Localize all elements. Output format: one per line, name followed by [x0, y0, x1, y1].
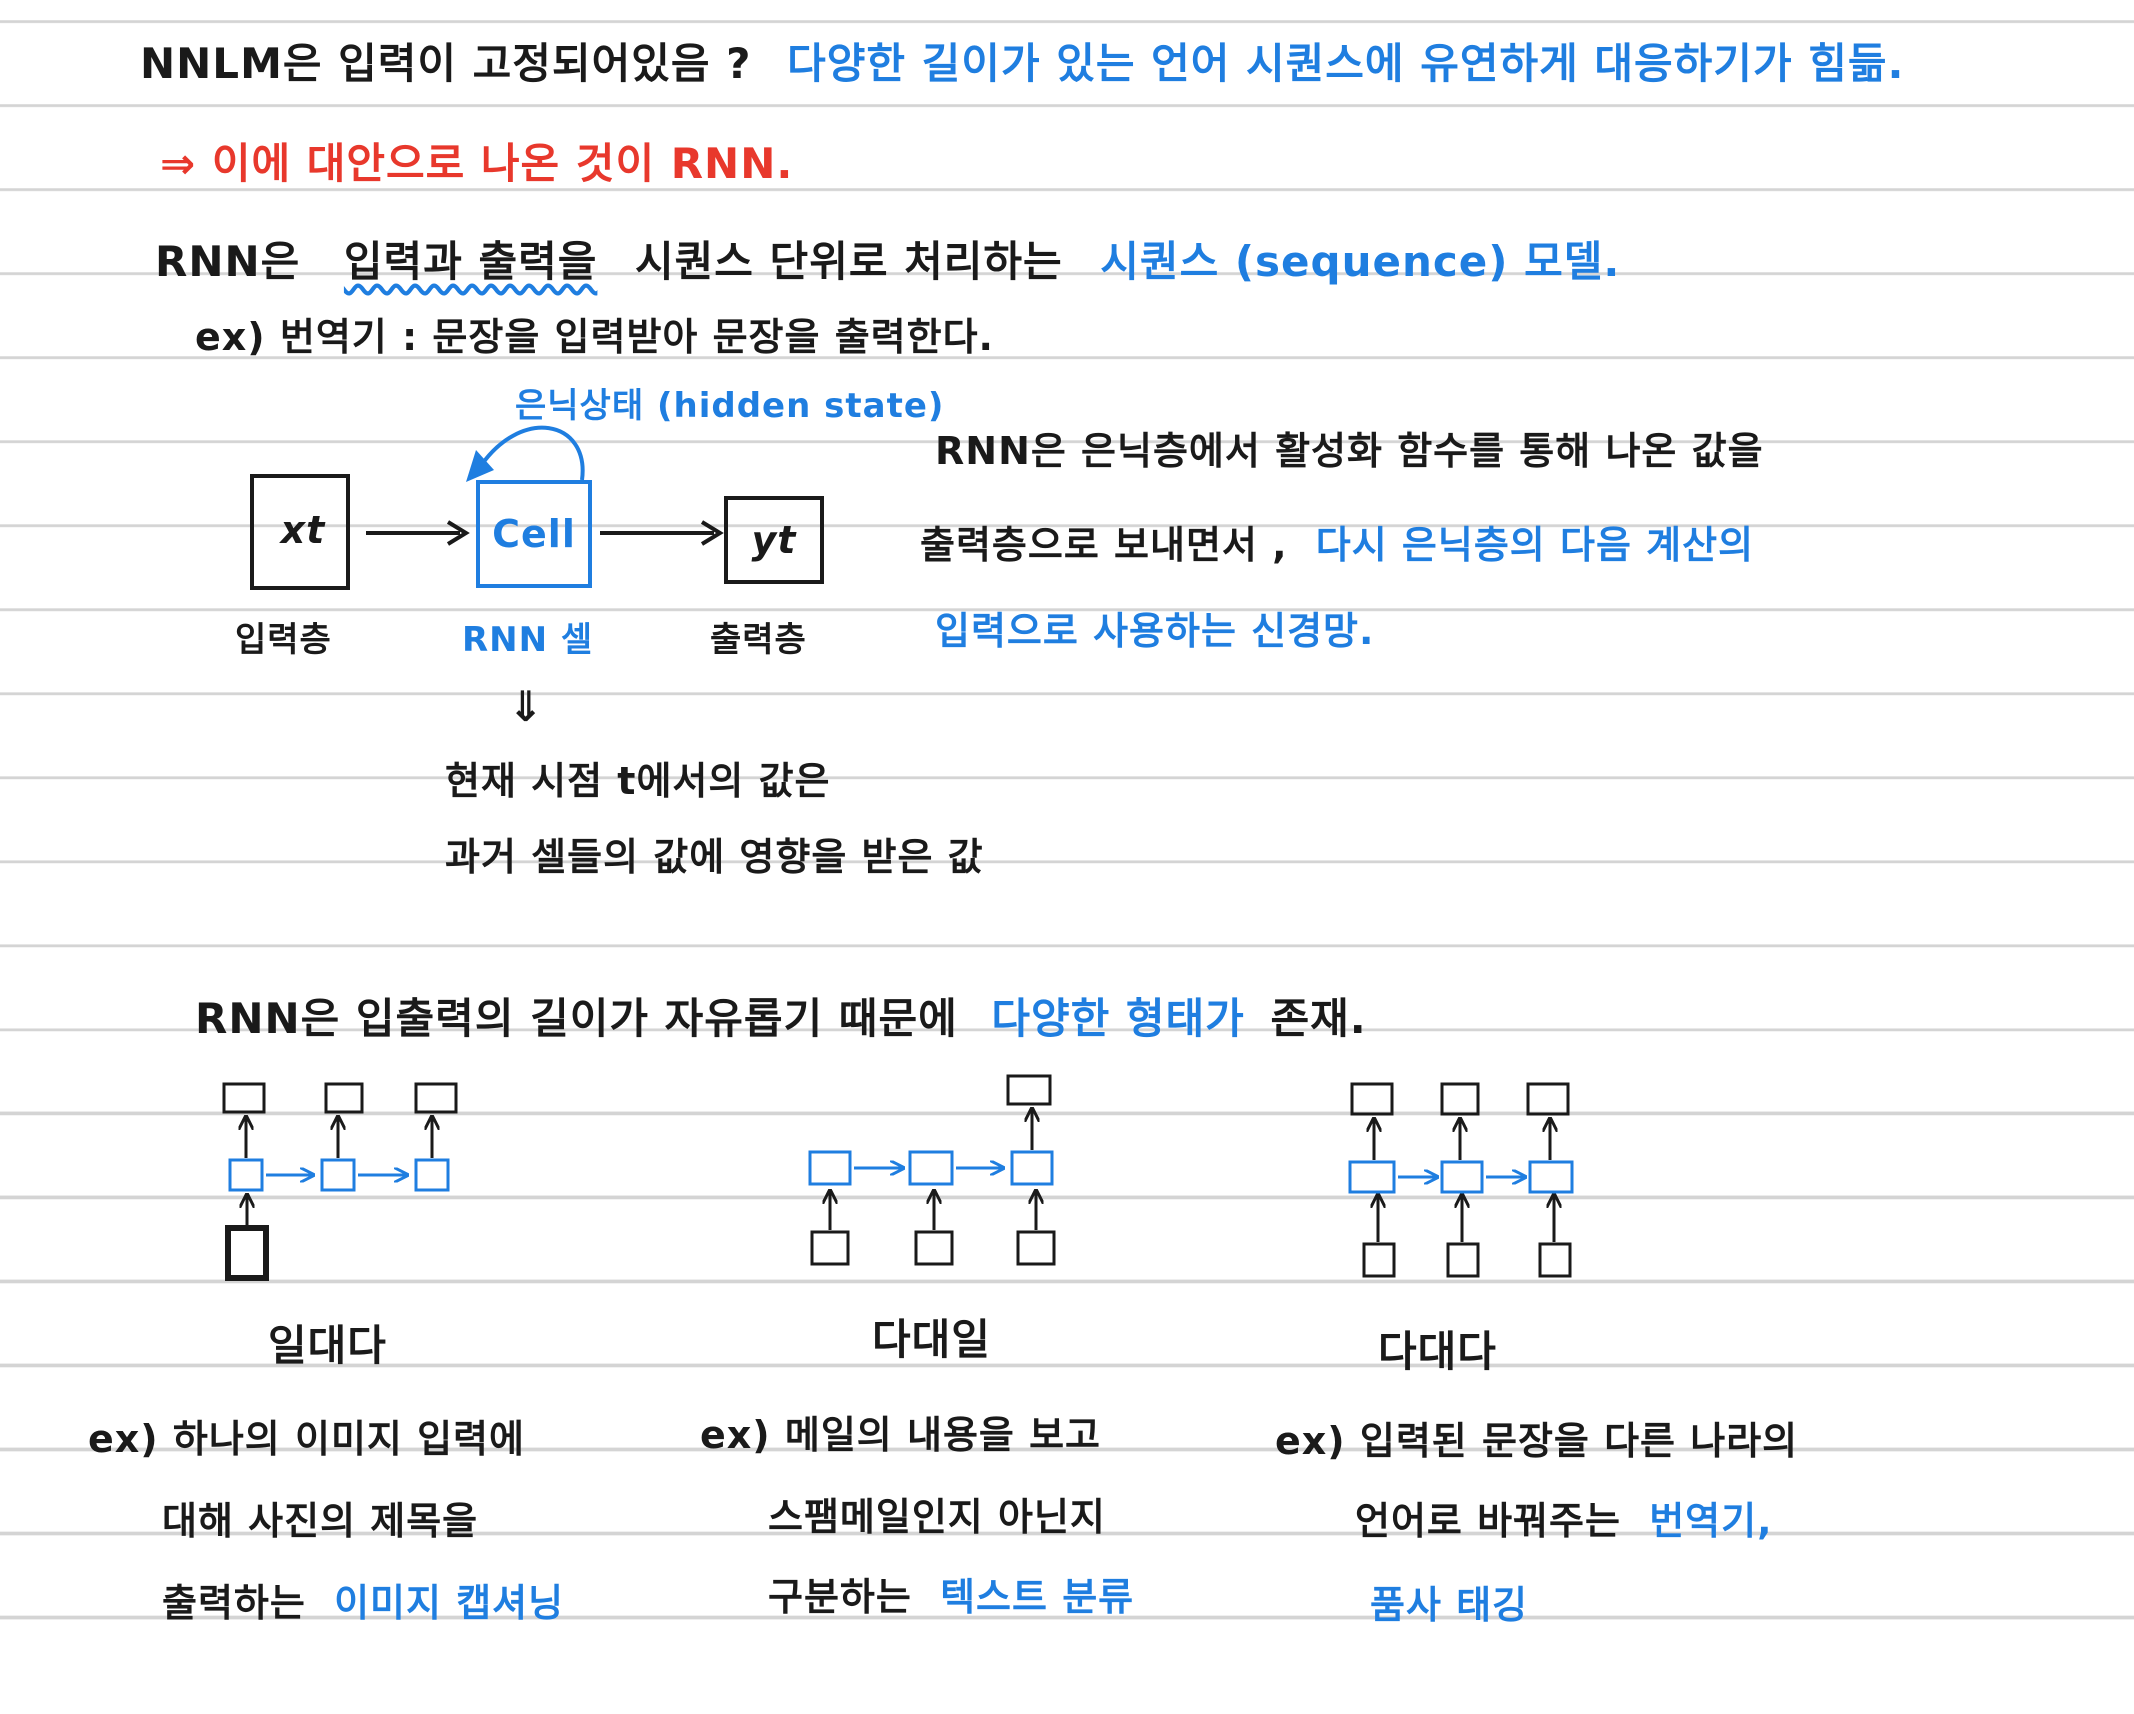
- form-example-2-line-1: ex) 메일의 내용을 보고: [700, 1413, 1102, 1457]
- input-symbol: xt: [280, 508, 326, 552]
- down-arrow: ⇓: [508, 682, 545, 731]
- form-example-2-line-3-text: 구분하는: [768, 1575, 912, 1619]
- definition-prefix: RNN은: [155, 237, 301, 286]
- explanation-line-2: 출력층으로 보내면서 , 다시 은닉층의 다음 계산의: [920, 514, 1754, 569]
- form-example-3-line-2-highlight: 번역기,: [1649, 1499, 1773, 1543]
- definition-io-words: 입력과 출력을: [343, 237, 598, 286]
- intro-line-2: ⇒ 이에 대안으로 나온 것이 RNN.: [160, 139, 794, 188]
- form-example-3-line-3: 품사 태깅: [1370, 1583, 1529, 1627]
- form-example-1-line-1: ex) 하나의 이미지 입력에: [88, 1417, 525, 1461]
- hidden-state-label: 은닉상태 (hidden state): [515, 386, 945, 426]
- form-example-1-line-3: 출력하는 이미지 캡셔닝: [162, 1572, 564, 1627]
- cell-note-line-1: 현재 시점 t에서의 값은: [445, 759, 831, 803]
- explanation-line-1: RNN은 은닉층에서 활성화 함수를 통해 나온 값을: [935, 429, 1764, 473]
- one-to-many-diagram: [222, 1082, 458, 1281]
- recurrent-loop-arrowhead: [466, 450, 494, 482]
- form-name-many-to-many: 다대다: [1378, 1327, 1497, 1376]
- form-example-3-line-2-text: 언어로 바꿔주는: [1355, 1499, 1621, 1543]
- form-example-2-line-3-highlight: 텍스트 분류: [940, 1575, 1135, 1619]
- form-example-2-line-3: 구분하는 텍스트 분류: [768, 1566, 1134, 1621]
- definition-line: RNN은 입력과 출력을 시퀀스 단위로 처리하는 시퀀스 (sequence)…: [155, 228, 1620, 289]
- forms-intro: RNN은 입출력의 길이가 자유롭기 때문에 다양한 형태가 존재.: [195, 985, 1367, 1046]
- form-example-3-line-1: ex) 입력된 문장을 다른 나라의: [1275, 1419, 1799, 1463]
- form-example-1-line-2: 대해 사진의 제목을: [162, 1499, 479, 1543]
- cell-to-output-arrowhead: [700, 520, 724, 546]
- definition-middle: 시퀀스 단위로 처리하는: [635, 237, 1063, 286]
- forms-intro-end: 존재.: [1270, 994, 1367, 1043]
- explanation-line-3: 입력으로 사용하는 신경망.: [935, 609, 1375, 653]
- intro-line-1-text: NNLM은 입력이 고정되어있음 ?: [140, 39, 752, 88]
- form-example-1-line-3-text: 출력하는: [162, 1581, 306, 1625]
- forms-intro-highlight: 다양한 형태가: [991, 994, 1245, 1043]
- recurrent-loop: [476, 425, 585, 481]
- intro-line-1-highlight: 다양한 길이가 있는 언어 시퀀스에 유연하게 대응하기가 힘듦.: [787, 39, 1905, 88]
- form-example-1-line-3-highlight: 이미지 캡셔닝: [334, 1581, 565, 1625]
- definition-example: ex) 번역기 : 문장을 입력받아 문장을 출력한다.: [195, 315, 994, 359]
- many-to-one-diagram: [808, 1074, 1056, 1266]
- output-layer-label: 출력층: [710, 620, 807, 660]
- input-to-cell-arrowhead: [446, 520, 470, 546]
- definition-model: 시퀀스 (sequence) 모델.: [1100, 237, 1621, 286]
- explanation-line-2-highlight: 다시 은닉층의 다음 계산의: [1315, 523, 1755, 567]
- output-symbol: yt: [751, 518, 797, 562]
- many-to-many-diagram: [1348, 1082, 1574, 1278]
- explanation-line-2-text: 출력층으로 보내면서 ,: [920, 523, 1288, 567]
- form-example-3-line-2: 언어로 바꿔주는 번역기,: [1355, 1490, 1773, 1545]
- intro-line-1: NNLM은 입력이 고정되어있음 ? 다양한 길이가 있는 언어 시퀀스에 유연…: [140, 30, 1904, 91]
- cell-note-line-2: 과거 셀들의 값에 영향을 받은 값: [445, 835, 984, 879]
- forms-intro-text: RNN은 입출력의 길이가 자유롭기 때문에: [195, 994, 958, 1043]
- form-name-many-to-one: 다대일: [872, 1315, 991, 1364]
- rnn-cell-label: RNN 셀: [462, 620, 594, 660]
- cell-label: Cell: [492, 512, 576, 556]
- form-example-2-line-2: 스팸메일인지 아닌지: [768, 1495, 1106, 1539]
- input-layer-label: 입력층: [235, 620, 332, 660]
- form-name-one-to-many: 일대다: [268, 1321, 387, 1370]
